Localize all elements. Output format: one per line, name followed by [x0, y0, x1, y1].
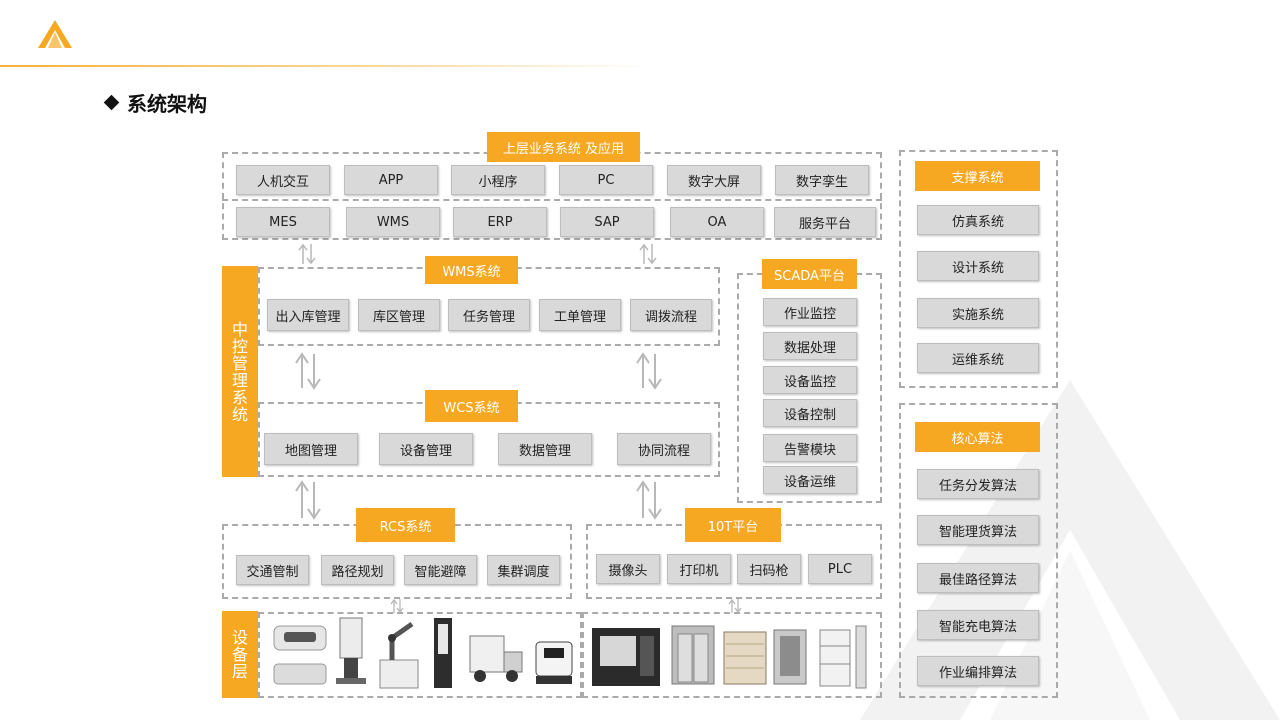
core-item: 最佳路径算法 [917, 563, 1039, 593]
top-row1-item: 数字孪生 [775, 165, 869, 195]
agv-robot-image [273, 625, 327, 685]
core-title: 核心算法 [915, 422, 1040, 452]
support-item: 实施系统 [917, 298, 1039, 328]
rcs-item: 交通管制 [236, 555, 309, 585]
top-row2-item: MES [236, 207, 330, 237]
wcs-item: 协同流程 [617, 433, 711, 465]
iot-item: 扫码枪 [737, 554, 801, 584]
top-row2-item: ERP [453, 207, 547, 237]
top-row1-item: PC [559, 165, 653, 195]
core-item: 智能充电算法 [917, 610, 1039, 640]
iot-item: 打印机 [667, 554, 731, 584]
core-item: 任务分发算法 [917, 469, 1039, 499]
top-row1-item: 人机交互 [236, 165, 330, 195]
top-row1-item: APP [344, 165, 438, 195]
support-title: 支撑系统 [915, 161, 1040, 191]
top-row2-item: WMS [346, 207, 440, 237]
scada-item: 设备运维 [763, 466, 857, 494]
page-title: 系统架构 [103, 88, 207, 117]
bidirectional-arrow-icon [636, 352, 662, 390]
wcs-item: 设备管理 [379, 433, 473, 465]
wcs-title: WCS系统 [425, 390, 518, 422]
rcs-item: 路径规划 [321, 555, 394, 585]
top-layer-row-divider [222, 199, 882, 201]
scada-item: 设备控制 [763, 399, 857, 427]
tow-robot-image [469, 635, 523, 682]
header-divider [0, 65, 650, 67]
device-layer-char: 层 [231, 662, 248, 681]
wcs-item: 地图管理 [264, 433, 358, 465]
device-layer-label: 设 备 层 [222, 611, 258, 698]
lift-rack-image [819, 625, 867, 689]
stacker-robot-image [434, 618, 452, 688]
wms-item: 调拨流程 [630, 299, 712, 331]
rcs-item: 智能避障 [404, 555, 477, 585]
central-control-char: 系 [231, 387, 248, 407]
scada-title: SCADA平台 [762, 259, 857, 289]
support-item: 仿真系统 [917, 205, 1039, 235]
top-layer-title: 上层业务系统 及应用 [487, 132, 640, 162]
bidirectional-arrow-icon [295, 352, 321, 390]
scada-item: 作业监控 [763, 298, 857, 326]
support-item: 运维系统 [917, 343, 1039, 373]
roller-door-image [723, 631, 767, 685]
top-row1-item: 小程序 [451, 165, 545, 195]
bidirectional-arrow-icon [295, 480, 321, 520]
top-row1-item: 数字大屏 [667, 165, 761, 195]
bidirectional-arrow-icon [636, 480, 662, 520]
cnc-machine-image [592, 628, 660, 686]
bidirectional-arrow-icon [390, 598, 404, 614]
top-row2-item: OA [670, 207, 764, 237]
scada-item: 数据处理 [763, 332, 857, 360]
rcs-title: RCS系统 [356, 508, 455, 542]
scada-item: 设备监控 [763, 366, 857, 394]
wms-title: WMS系统 [425, 256, 518, 284]
scada-item: 告警模块 [763, 434, 857, 462]
elevator-image [671, 625, 715, 685]
wcs-item: 数据管理 [498, 433, 592, 465]
central-control-label: 中 控 管 理 系 统 [222, 266, 258, 477]
support-item: 设计系统 [917, 251, 1039, 281]
core-item: 作业编排算法 [917, 656, 1039, 686]
core-item: 智能理货算法 [917, 515, 1039, 545]
central-control-char: 管 [231, 353, 248, 373]
support-frame [899, 150, 1058, 388]
iot-item: PLC [808, 554, 872, 584]
arm-robot-image [379, 621, 419, 689]
bidirectional-arrow-icon [298, 243, 316, 265]
device-layer-char: 备 [231, 645, 248, 664]
central-control-char: 控 [231, 336, 248, 356]
logo-icon [38, 20, 72, 48]
wms-item: 工单管理 [539, 299, 621, 331]
top-row2-item: SAP [560, 207, 654, 237]
diamond-icon [103, 94, 120, 111]
forklift-robot-image [336, 617, 366, 684]
bidirectional-arrow-icon [728, 598, 742, 614]
iot-title: 10T平台 [685, 508, 781, 542]
device-robots-frame [258, 612, 582, 698]
rcs-item: 集群调度 [487, 555, 560, 585]
core-frame [899, 403, 1058, 698]
central-control-char: 理 [231, 370, 248, 390]
central-control-char: 统 [231, 404, 248, 424]
inspection-robot-image [535, 641, 573, 684]
top-row2-item: 服务平台 [774, 207, 876, 237]
wms-item: 库区管理 [358, 299, 440, 331]
bidirectional-arrow-icon [639, 243, 657, 265]
wms-item: 出入库管理 [267, 299, 349, 331]
page-title-text: 系统架构 [127, 92, 207, 116]
device-layer-char: 设 [231, 628, 248, 647]
iot-item: 摄像头 [596, 554, 660, 584]
wms-item: 任务管理 [448, 299, 530, 331]
air-shower-image [773, 629, 807, 685]
central-control-char: 中 [231, 319, 248, 339]
